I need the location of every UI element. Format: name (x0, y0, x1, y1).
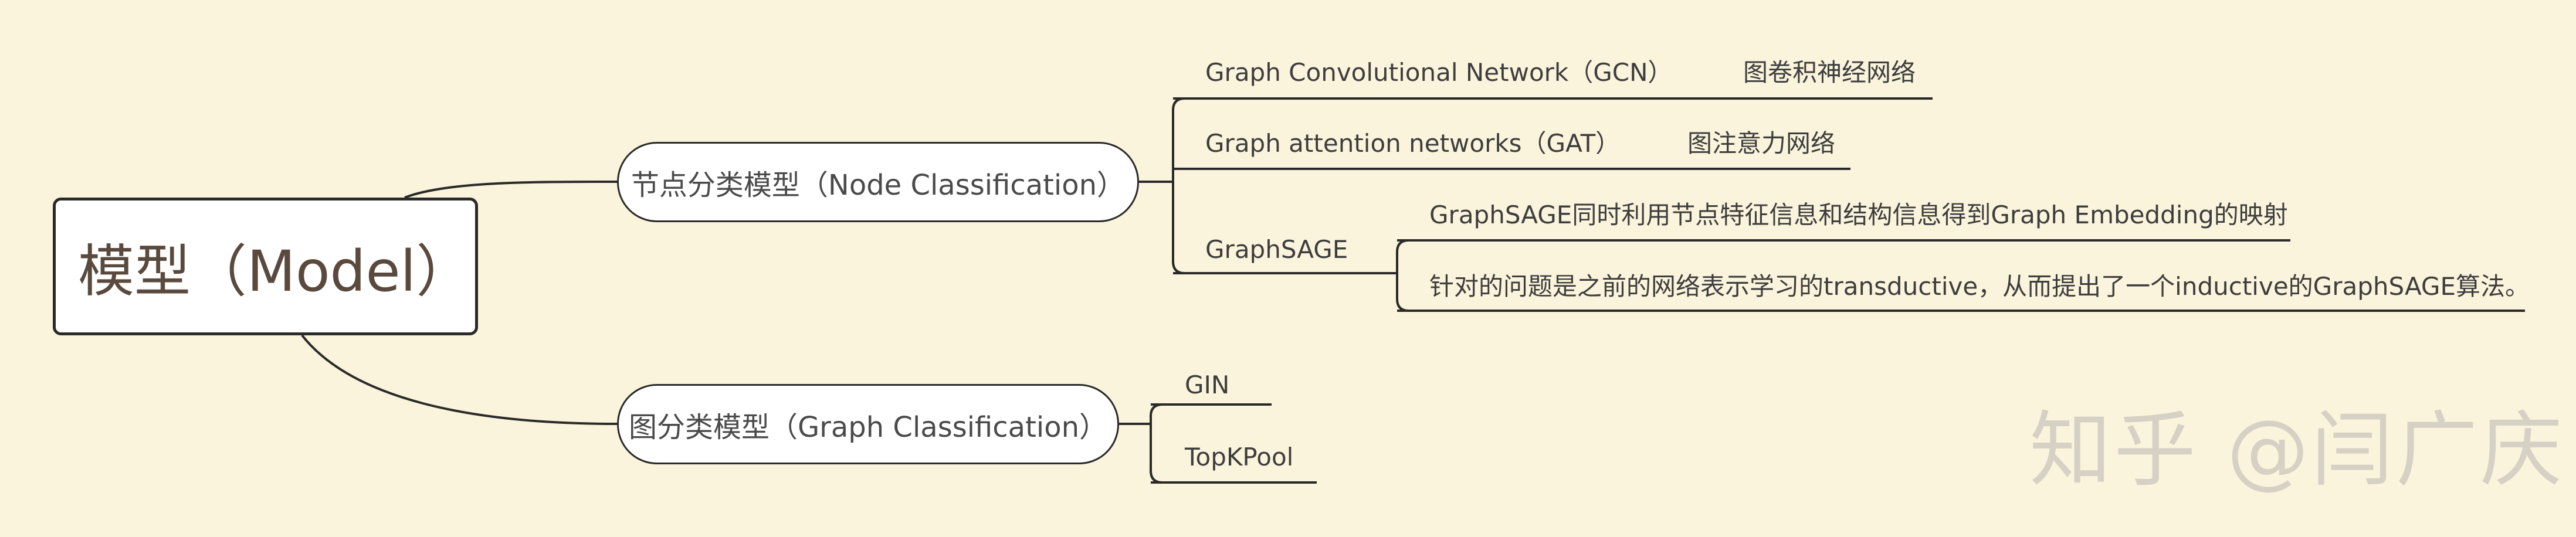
node-classification-label: 节点分类模型（Node Classification） (631, 168, 1126, 202)
bracket-graphsage (1396, 239, 1409, 312)
graphsage-detail-2: 针对的问题是之前的网络表示学习的transductive，从而提出了一个indu… (1429, 272, 2530, 301)
bracket-node-classification (1172, 97, 1185, 274)
root-node-label: 模型（Model） (78, 239, 473, 304)
note-gat: 图注意力网络 (1687, 129, 1836, 158)
leaf-topkpool[interactable]: TopKPool (1185, 443, 1294, 471)
link-root-node-classification (404, 181, 618, 199)
leaf-gcn[interactable]: Graph Convolutional Network（GCN） (1205, 58, 1673, 87)
note-gcn: 图卷积神经网络 (1743, 58, 1916, 87)
zhihu-watermark: 知乎 @闫广庆 (2029, 403, 2565, 498)
bracket-graph-classification (1150, 403, 1163, 484)
leaf-gin[interactable]: GIN (1185, 371, 1230, 399)
leaf-gat[interactable]: Graph attention networks（GAT） (1205, 129, 1621, 158)
graph-classification-label: 图分类模型（Graph Classification） (628, 410, 1108, 444)
link-root-graph-classification (301, 334, 618, 425)
graph-classification-node[interactable]: 图分类模型（Graph Classification） (617, 384, 1119, 464)
graphsage-detail-1: GraphSAGE同时利用节点特征信息和结构信息得到Graph Embeddin… (1429, 200, 2288, 229)
leaf-graphsage[interactable]: GraphSAGE (1205, 235, 1348, 264)
root-node-model[interactable]: 模型（Model） (53, 198, 478, 335)
node-classification-node[interactable]: 节点分类模型（Node Classification） (617, 142, 1139, 222)
